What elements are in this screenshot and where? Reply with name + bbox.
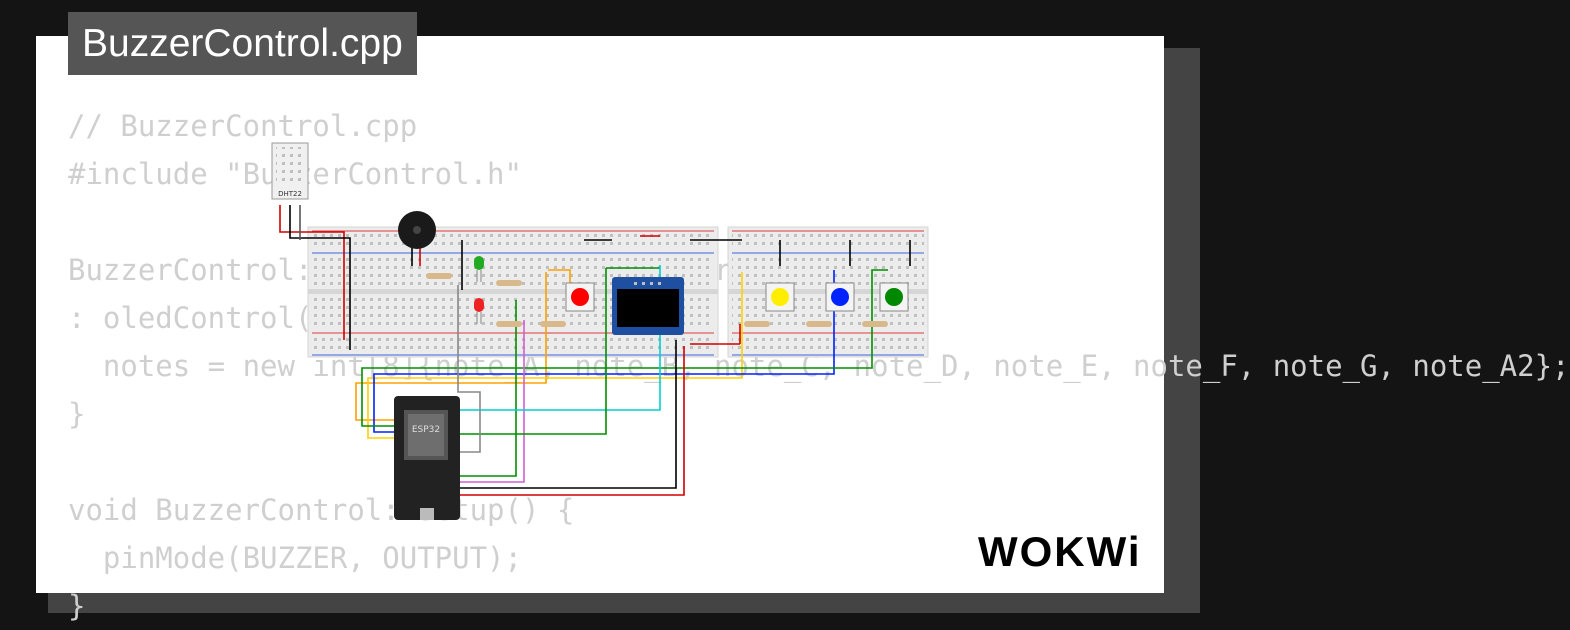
sensor-label: DHT22 <box>278 190 302 198</box>
file-title-tab: BuzzerControl.cpp <box>68 12 417 75</box>
button-red[interactable] <box>565 282 595 312</box>
logo-text: WOKWi <box>978 528 1142 575</box>
buzzer-hole <box>413 226 421 234</box>
wires <box>279 205 911 496</box>
button-yellow[interactable] <box>765 282 795 312</box>
code-line: } <box>68 589 86 623</box>
circuit-diagram: DHT22 ESP32 <box>271 142 929 520</box>
file-title: BuzzerControl.cpp <box>82 22 403 65</box>
code-line: // BuzzerControl.cpp <box>68 109 418 143</box>
esp32-board: ESP32 <box>394 396 460 520</box>
usb-port <box>420 508 434 520</box>
button-blue[interactable] <box>825 282 855 312</box>
code-line: } <box>68 397 86 431</box>
code-line: pinMode(BUZZER, OUTPUT); <box>68 541 522 575</box>
dht22-sensor: DHT22 <box>271 142 309 200</box>
button-green[interactable] <box>879 282 909 312</box>
green-led <box>474 256 484 282</box>
mcu-label: ESP32 <box>412 425 440 435</box>
wokwi-logo: WOKWi <box>978 528 1142 575</box>
oled-display <box>612 277 684 335</box>
resistors <box>426 273 888 327</box>
red-led <box>474 298 484 324</box>
code-line: void BuzzerControl::setup() { <box>68 493 575 527</box>
